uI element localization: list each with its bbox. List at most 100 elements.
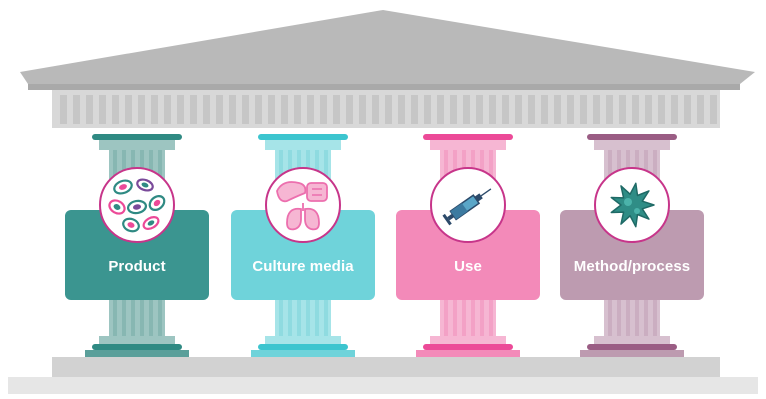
entablature-stripe [411, 95, 418, 124]
entablature-stripe [125, 95, 132, 124]
cell [122, 217, 140, 233]
entablature-stripe [658, 95, 665, 124]
entablature-stripe [216, 95, 223, 124]
cell [113, 179, 133, 195]
syringe [442, 188, 492, 226]
pillar-label-method-process: Method/process [573, 258, 691, 275]
pillar-base-ring [258, 344, 348, 350]
entablature-stripe [242, 95, 249, 124]
entablature-stripe [307, 95, 314, 124]
roof [20, 10, 755, 84]
pillar-capital-block [99, 140, 175, 150]
entablature-stripe [333, 95, 340, 124]
entablature-stripe [502, 95, 509, 124]
cell-nucleus [132, 204, 142, 210]
pillar-label-box [65, 210, 209, 300]
entablature-stripe [606, 95, 613, 124]
pillar-base-block [265, 336, 341, 344]
pillar-shaft-lower [440, 300, 496, 336]
pillar-label-box [231, 210, 375, 300]
entablature-stripe [73, 95, 80, 124]
pillar-flute [489, 300, 493, 336]
cell-nucleus [141, 182, 149, 188]
pillar-2 [231, 134, 375, 357]
entablature-stripe [424, 95, 431, 124]
entablature-stripe [593, 95, 600, 124]
floor-slab [52, 357, 720, 377]
pillar-flute [453, 300, 457, 336]
pillar-capital [423, 134, 513, 140]
pillar-label-box [396, 210, 540, 300]
pillar-plinth [416, 350, 520, 357]
cell-nucleus [113, 204, 121, 210]
pillar-capital [92, 134, 182, 140]
entablature-stripe [554, 95, 561, 124]
ground [8, 377, 758, 394]
pillar-capital-block [265, 140, 341, 150]
entablature-stripe [229, 95, 236, 124]
pillar-1 [65, 134, 209, 357]
pillar-label-use: Use [454, 258, 482, 275]
lung-left [286, 207, 302, 231]
pillar-flute [113, 300, 117, 336]
pillar-4 [560, 134, 704, 357]
pillar-flute [140, 300, 144, 336]
entablature-stripe [463, 95, 470, 124]
organs-icon [265, 167, 341, 243]
entablature-stripe [151, 95, 158, 124]
pillar-base-ring [92, 344, 182, 350]
syringe-hub [474, 193, 483, 202]
pillar-plinth [580, 350, 684, 357]
pillar-label-box [560, 210, 704, 300]
entablature-stripe [268, 95, 275, 124]
pillars [65, 134, 704, 357]
pillar-base-block [99, 336, 175, 344]
entablature-stripe [515, 95, 522, 124]
syringe-grip [442, 213, 452, 226]
microbe-spot [624, 198, 632, 206]
microbe-spot [634, 208, 640, 214]
entablature-stripe [541, 95, 548, 124]
pillar-capital-block [430, 140, 506, 150]
pillar-shaft-lower [275, 300, 331, 336]
entablature-stripe [580, 95, 587, 124]
microbe-body [610, 182, 655, 228]
pillar-3 [396, 134, 540, 357]
pillar-flute [306, 300, 310, 336]
pillar-base-block [594, 336, 670, 344]
pillar-flute [608, 300, 612, 336]
pillar-flute [315, 300, 319, 336]
pillar-flute [462, 300, 466, 336]
entablature-stripe [86, 95, 93, 124]
entablature-stripe [372, 95, 379, 124]
pillar-flute [279, 300, 283, 336]
cell [108, 199, 126, 215]
cell-nucleus [153, 199, 161, 207]
cell [148, 195, 166, 211]
pillar-label-product: Product [108, 258, 166, 275]
entablature-stripe [645, 95, 652, 124]
entablature-stripe [437, 95, 444, 124]
liver-shape [276, 181, 307, 203]
entablature-stripe [190, 95, 197, 124]
pillar-flute [297, 300, 301, 336]
pillar-shaft-lower [604, 300, 660, 336]
entablature-stripe [346, 95, 353, 124]
pillar-capital-block [594, 140, 670, 150]
syringe-needle [480, 188, 492, 197]
entablature-stripe [177, 95, 184, 124]
cell-nucleus [119, 184, 127, 190]
cell-nucleus [147, 220, 155, 226]
entablature-stripe [398, 95, 405, 124]
cells-icon [99, 167, 175, 243]
pillar-label-culture-media: Culture media [252, 258, 354, 275]
entablature-stripe [359, 95, 366, 124]
pillar-flute [635, 300, 639, 336]
microbe-icon [594, 167, 670, 243]
pillar-flute [644, 300, 648, 336]
pillar-flute [444, 300, 448, 336]
entablature-stripe [320, 95, 327, 124]
entablature-stripe [203, 95, 210, 124]
